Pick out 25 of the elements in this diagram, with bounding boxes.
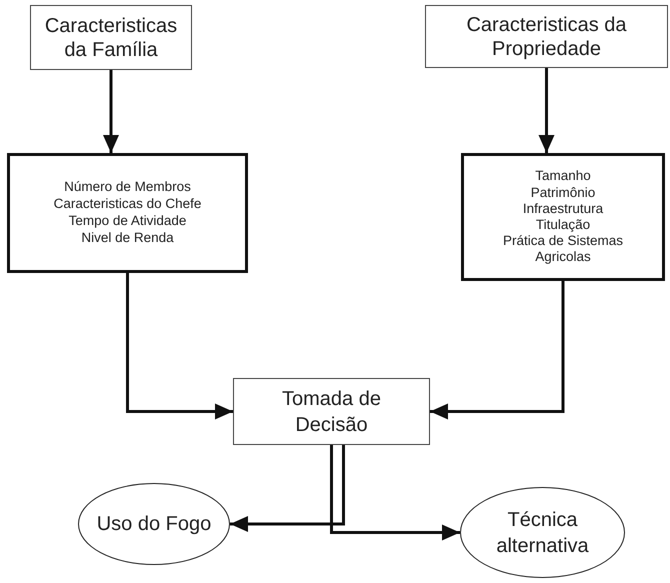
list-item: Tempo de Atividade — [68, 213, 186, 230]
process-box — [233, 378, 430, 445]
factor-list-box — [461, 153, 665, 281]
node-label: Uso do Fogo — [96, 512, 212, 536]
process-box — [425, 5, 668, 68]
node-label: Caracteristicas da Propriedade — [466, 12, 627, 60]
arrow — [103, 70, 119, 153]
list-item: Nivel de Renda — [81, 230, 174, 247]
node-label: Caracteristicas da Família — [44, 14, 178, 62]
list-item: Patrimônio — [530, 184, 596, 201]
list-item: Caracteristicas do Chefe — [54, 196, 202, 213]
process-box — [30, 5, 192, 70]
node-label: Tomada de Decisão — [281, 386, 382, 438]
list-item: Infraestrutura — [522, 200, 604, 217]
list-item: Tamanho — [535, 168, 591, 185]
list-item: Número de Membros — [64, 179, 191, 196]
arrow — [126, 273, 233, 420]
arrow — [330, 445, 460, 540]
node-label: Técnica alternativa — [495, 508, 590, 558]
list-item: Titulação — [536, 217, 590, 234]
list-item: Prática de Sistemas Agricolas — [502, 233, 624, 266]
factor-list-box — [7, 153, 248, 273]
arrow — [538, 68, 554, 153]
arrow — [430, 281, 564, 420]
arrow — [230, 445, 345, 532]
